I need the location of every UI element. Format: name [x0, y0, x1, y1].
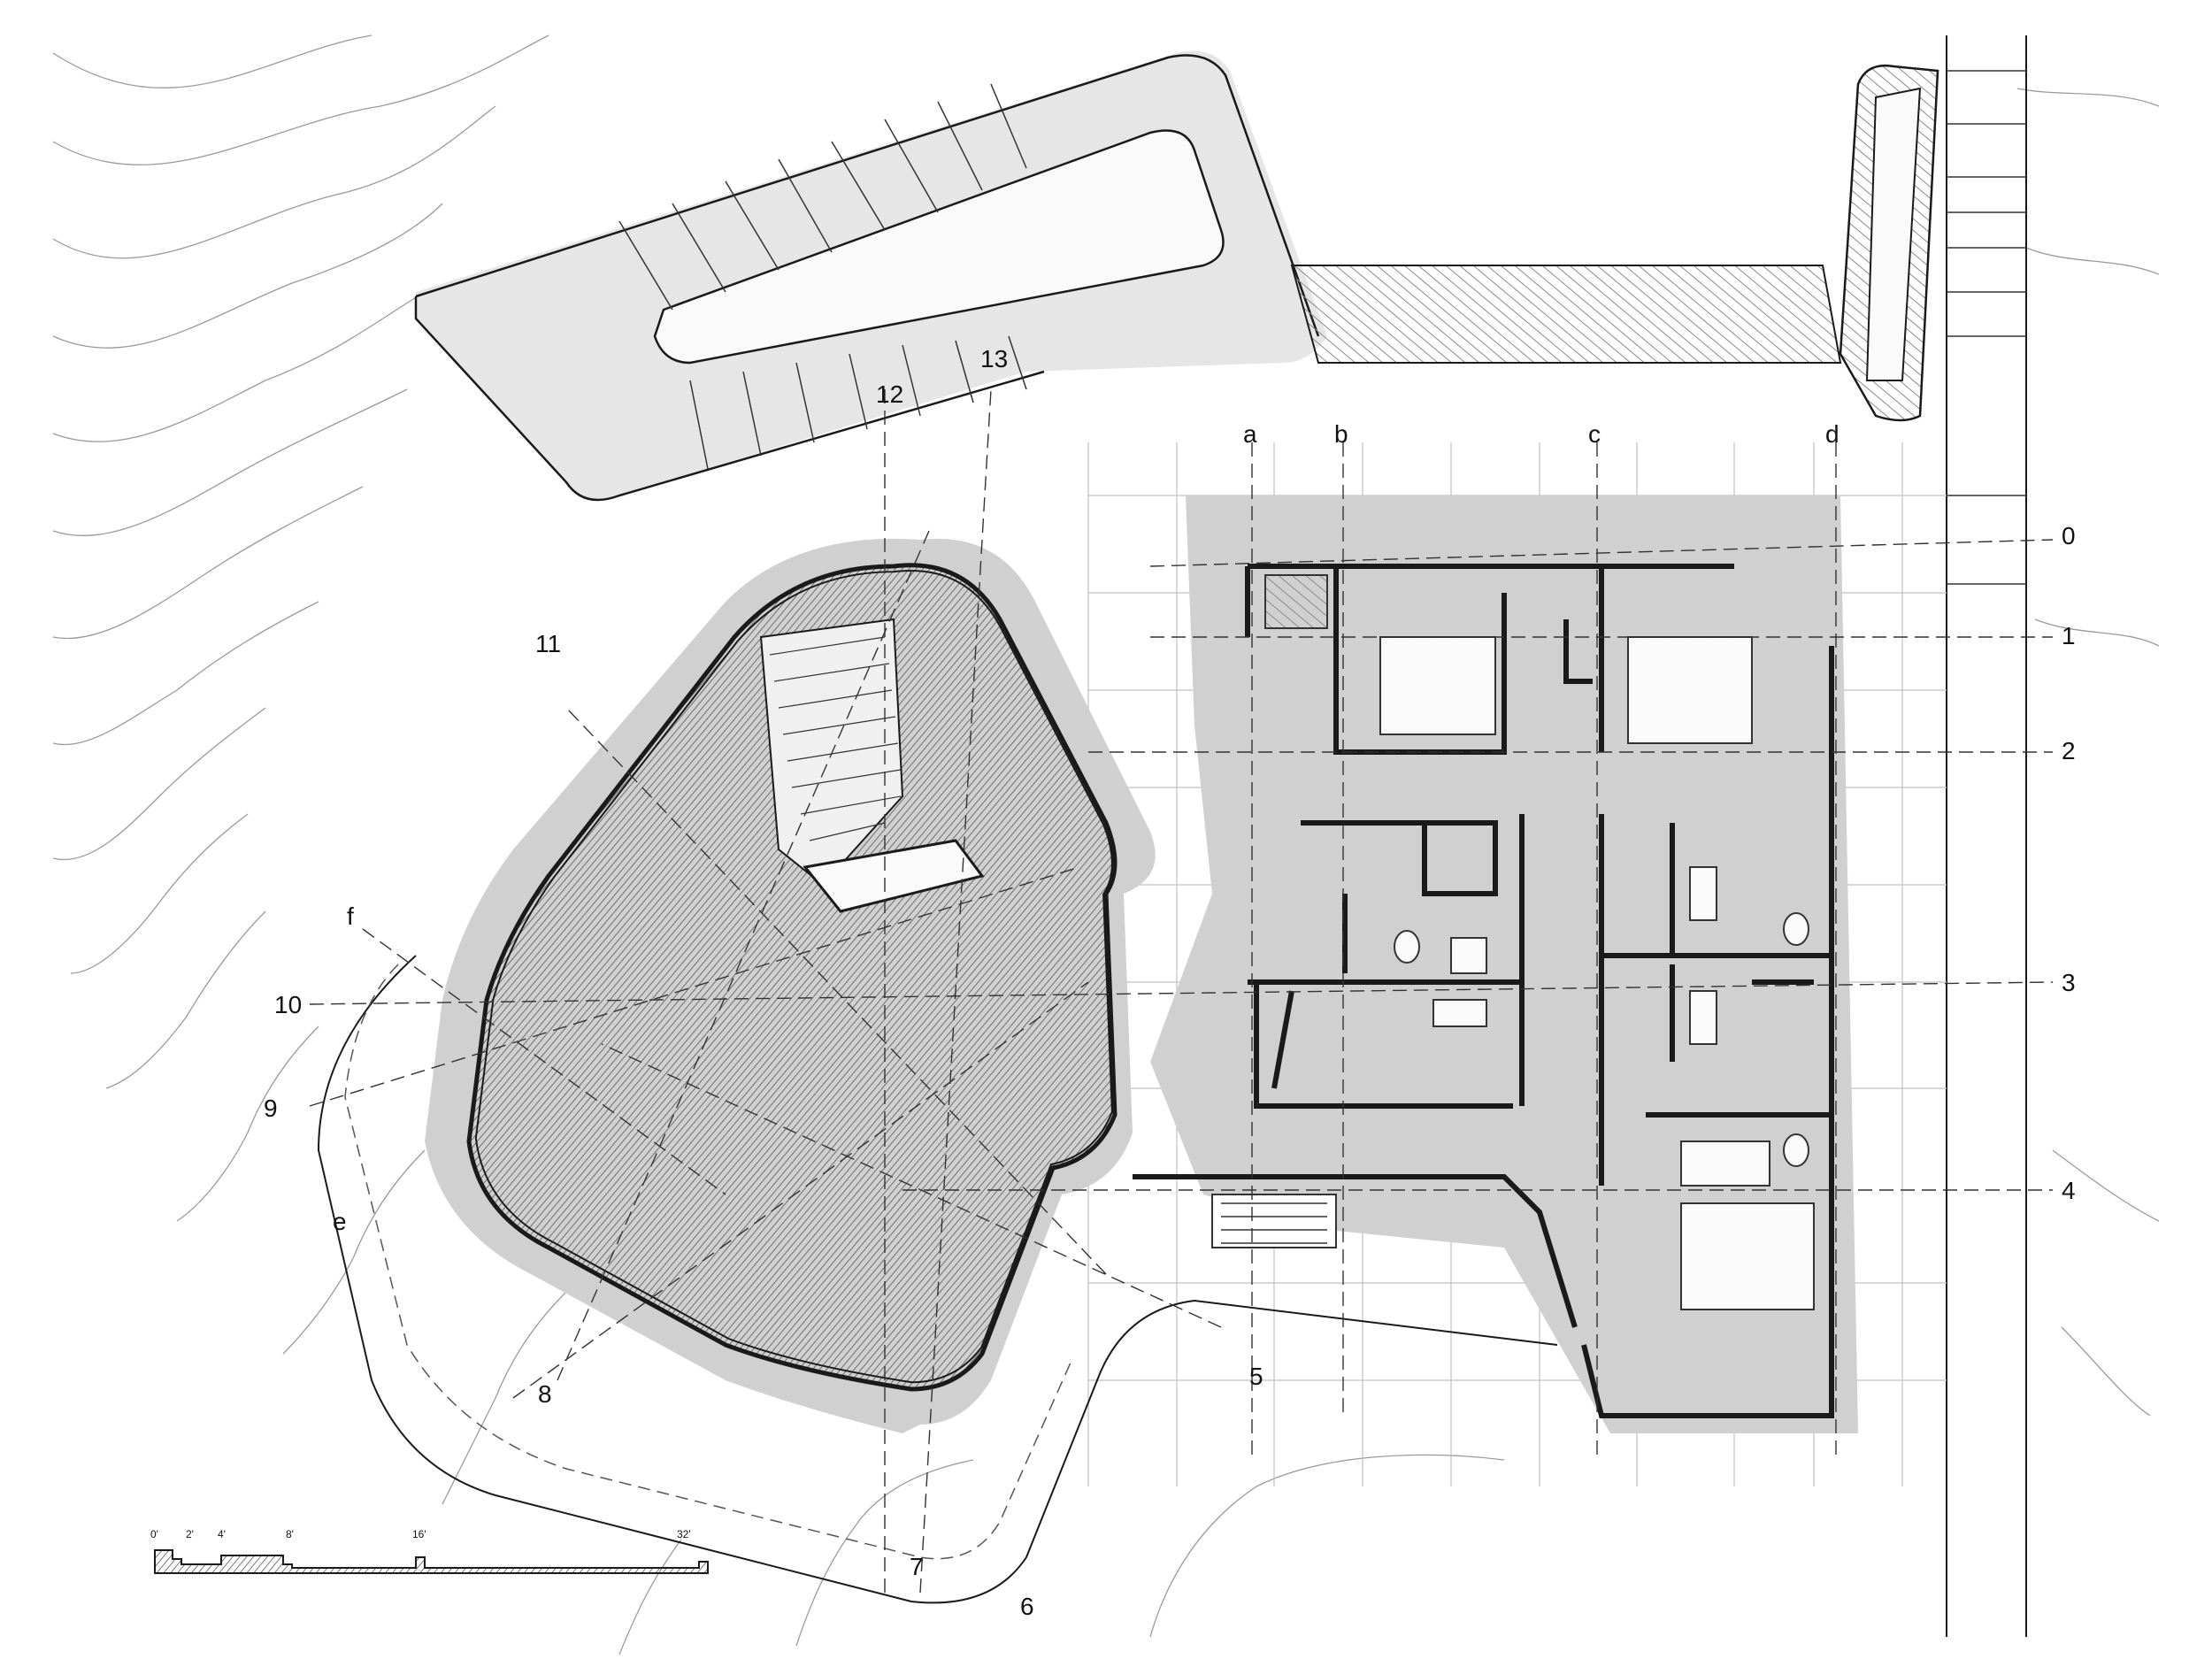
- axis-label-10: 10: [274, 991, 302, 1018]
- grid-label-1: 1: [2062, 622, 2076, 649]
- grid-label-f: f: [347, 902, 354, 930]
- grid-label-a: a: [1243, 420, 1257, 448]
- grid-label-c: c: [1588, 420, 1601, 448]
- terrace-strip: [1290, 265, 1842, 364]
- axis-label-13: 13: [980, 345, 1008, 373]
- scale-label-8: 8': [286, 1528, 294, 1540]
- axis-label-7: 7: [910, 1553, 924, 1580]
- lower-steps: [1221, 1202, 1327, 1244]
- grid-label-2: 2: [2062, 737, 2076, 764]
- grid-labels: a b c d e f 0 1 2 3 4 5 6 7 8 9 10 11 12…: [264, 345, 2076, 1620]
- house-walls: [1133, 564, 1834, 1418]
- grid-label-e: e: [333, 1208, 347, 1235]
- terrace-outline: [317, 955, 1558, 1604]
- scale-bar: 0' 2' 4' 8' 16' 32': [150, 1528, 709, 1574]
- scale-label-32: 32': [677, 1528, 691, 1540]
- grid-label-3: 3: [2062, 969, 2076, 996]
- axis-label-5: 5: [1249, 1363, 1263, 1390]
- pavilion: [466, 563, 1118, 1392]
- scale-label-0: 0': [150, 1528, 158, 1540]
- scale-label-4: 4': [218, 1528, 226, 1540]
- grid-axes: [309, 388, 2054, 1594]
- grid-label-b: b: [1334, 420, 1348, 448]
- axis-label-9: 9: [264, 1094, 278, 1122]
- axis-label-6: 6: [1020, 1593, 1034, 1620]
- side-ramp: [1839, 35, 2027, 1637]
- grid-label-4: 4: [2062, 1177, 2076, 1204]
- axis-label-11: 11: [535, 630, 561, 657]
- terrace-edge-dashed: [344, 964, 1071, 1560]
- topography-contours: [52, 35, 2160, 1655]
- scale-label-2: 2': [186, 1528, 194, 1540]
- furniture: [1211, 574, 1815, 1310]
- axis-label-12: 12: [876, 380, 903, 408]
- grid-label-d: d: [1825, 420, 1839, 448]
- scale-label-16: 16': [412, 1528, 426, 1540]
- grid-label-0: 0: [2062, 522, 2076, 549]
- entry-ramp: [414, 50, 1327, 502]
- axis-label-8: 8: [538, 1380, 552, 1408]
